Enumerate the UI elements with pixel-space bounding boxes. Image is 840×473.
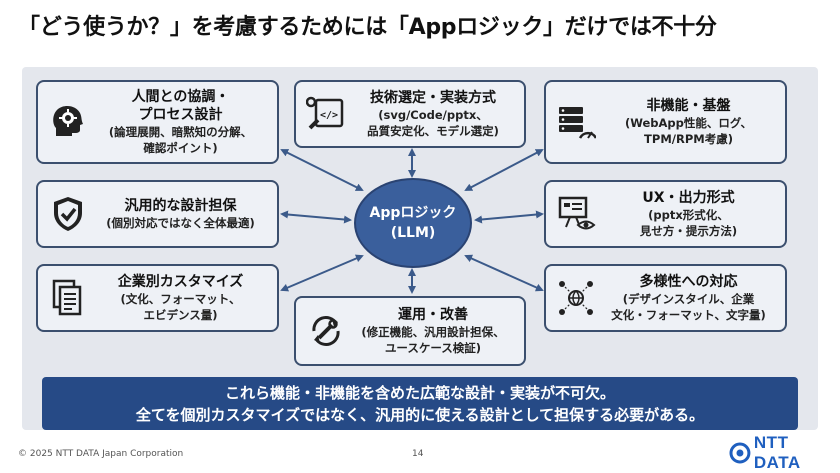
- node-subtitle: (個別対応ではなく全体最適): [106, 216, 255, 230]
- node-title: プロセス設計: [138, 107, 223, 123]
- node-subtitle: (pptx形式化、: [648, 208, 729, 222]
- node-subtitle: エビデンス量): [143, 308, 218, 322]
- hub-sublabel: (LLM): [390, 225, 436, 241]
- shield-check-icon: [46, 192, 90, 236]
- node-subtitle: (svg/Code/pptx、: [378, 108, 488, 122]
- node-title: 多様性への対応: [639, 274, 738, 290]
- ntt-data-logo: NTT DATA: [729, 433, 840, 472]
- node-subtitle: (デザインスタイル、企業: [622, 292, 755, 306]
- globe-people-icon: [554, 276, 598, 320]
- page-number: 14: [412, 449, 424, 459]
- node-nonfunctional: 非機能・基盤 (WebApp性能、ログ、 TPM/RPM考慮): [544, 80, 787, 164]
- node-company-customize: 企業別カスタマイズ (文化、フォーマット、 エビデンス量): [36, 264, 279, 332]
- presentation-eye-icon: [554, 192, 598, 236]
- node-title: 汎用的な設計担保: [124, 198, 237, 214]
- node-subtitle: TPM/RPM考慮): [644, 132, 733, 146]
- server-gauge-icon: [554, 100, 598, 144]
- node-subtitle: 品質安定化、モデル選定): [367, 124, 499, 138]
- node-ux-output: UX・出力形式 (pptx形式化、 見せ方・提示方法): [544, 180, 787, 248]
- wrench-cycle-icon: [304, 309, 348, 353]
- banner-line: これら機能・非機能を含めた広範な設計・実装が不可欠。: [224, 383, 615, 402]
- hub-app-logic: Appロジック (LLM): [354, 178, 472, 268]
- node-subtitle: 見せ方・提示方法): [639, 224, 738, 238]
- node-human-collaboration: 人間との協調・ プロセス設計 (論理展開、暗黙知の分解、 確認ポイント): [36, 80, 279, 164]
- head-gear-icon: [46, 100, 90, 144]
- svg-text:</>: </>: [320, 110, 338, 121]
- tools-code-icon: </>: [304, 92, 348, 136]
- node-diversity: 多様性への対応 (デザインスタイル、企業 文化・フォーマット、文字量): [544, 264, 787, 332]
- node-subtitle: ユースケース検証): [384, 341, 482, 355]
- banner-line: 全てを個別カスタマイズではなく、汎用的に使える設計として担保する必要がある。: [135, 405, 705, 424]
- node-title: 非機能・基盤: [646, 98, 731, 114]
- summary-banner: これら機能・非機能を含めた広範な設計・実装が不可欠。 全てを個別カスタマイズでは…: [42, 377, 798, 430]
- node-subtitle: (WebApp性能、ログ、: [624, 116, 753, 130]
- logo-text: NTT DATA: [753, 433, 801, 472]
- node-title: 人間との協調・: [131, 89, 230, 105]
- node-title: 企業別カスタマイズ: [117, 274, 244, 290]
- ntt-data-logo-icon: [729, 442, 751, 464]
- copyright: © 2025 NTT DATA Japan Corporation: [18, 449, 184, 459]
- node-subtitle: (修正機能、汎用設計担保、: [361, 325, 505, 339]
- node-subtitle: 確認ポイント): [143, 141, 218, 155]
- node-subtitle: 文化・フォーマット、文字量): [611, 308, 766, 322]
- node-subtitle: (論理展開、暗黙知の分解、: [108, 125, 253, 139]
- node-generic-design: 汎用的な設計担保 (個別対応ではなく全体最適): [36, 180, 279, 248]
- documents-icon: [46, 276, 90, 320]
- node-title: 技術選定・実装方式: [370, 90, 496, 106]
- slide-title: 「どう使うか？」を考慮するためには「Appロジック」だけでは不十分: [18, 15, 717, 40]
- node-operations: 運用・改善 (修正機能、汎用設計担保、 ユースケース検証): [294, 296, 526, 366]
- node-tech-selection: </> 技術選定・実装方式 (svg/Code/pptx、 品質安定化、モデル選…: [294, 80, 526, 148]
- node-title: 運用・改善: [398, 307, 468, 323]
- hub-label: Appロジック: [369, 205, 457, 221]
- node-title: UX・出力形式: [642, 190, 735, 206]
- node-subtitle: (文化、フォーマット、: [120, 292, 241, 306]
